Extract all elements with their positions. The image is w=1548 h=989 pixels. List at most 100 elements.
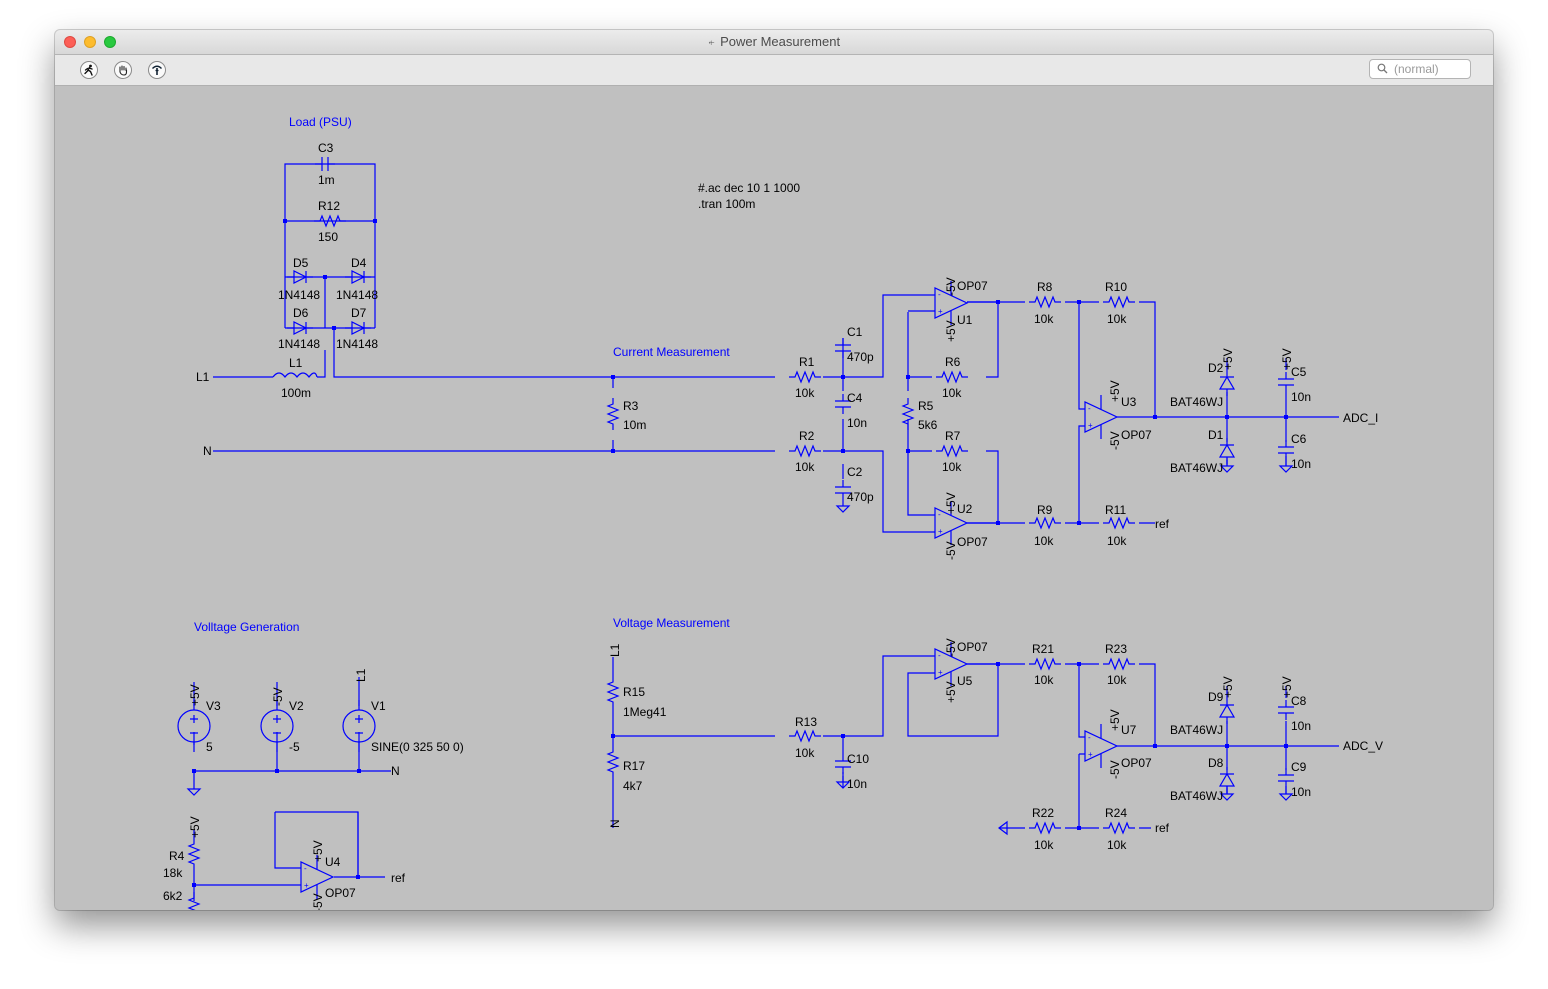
r11-value: 10k [1107,534,1127,548]
r3-value: 10m [623,418,646,432]
net-label-l1-v1: L1 [354,668,368,682]
net-label-v2-minus5: -5V [271,687,285,706]
u5-value: OP07 [957,640,988,654]
r2-value: 10k [795,460,815,474]
net-label-ref-u7: ref [1155,821,1170,835]
directive-tran: .tran 100m [698,197,755,211]
r5-name: R5 [918,399,934,413]
ground-r22-symbol [998,820,1008,836]
c3-name: C3 [318,141,334,155]
c3-value: 1m [318,173,335,187]
search-icon [1377,63,1388,74]
directive-ac: #.ac dec 10 1 1000 [698,181,800,195]
r21-name: R21 [1032,642,1054,656]
c6-name: C6 [1291,432,1307,446]
net-label-ref-u4: ref [391,871,406,885]
resistor-r17-symbol [607,745,619,779]
d8-value: BAT46WJ [1170,789,1223,803]
v2-value: -5 [289,740,300,754]
v2-name: V2 [289,699,304,713]
search-input[interactable] [1394,61,1468,77]
d7-value: 1N4148 [336,337,378,351]
net-label-v3-plus5: +5V [188,684,202,706]
r7-name: R7 [945,429,961,443]
c1-value: 470p [847,350,874,364]
d4-name: D4 [351,256,367,270]
u5-name: U5 [957,674,973,688]
pan-icon[interactable] [114,61,132,79]
r5-value: 5k6 [918,418,938,432]
r10-value: 10k [1107,312,1127,326]
d4-value: 1N4148 [336,288,378,302]
r6-value: 10k [942,386,962,400]
search-field[interactable] [1369,59,1471,79]
net-label-l1: L1 [196,370,210,384]
u4-value: OP07 [325,886,356,900]
c9-value: 10n [1291,785,1311,799]
resistor-r9-symbol [1028,517,1062,529]
r15-name: R15 [623,685,645,699]
r1-value: 10k [795,386,815,400]
r6-name: R6 [945,355,961,369]
title-bar[interactable]: ⍅Power Measurement [55,30,1493,55]
d5-value: 1N4148 [278,288,320,302]
r24-name: R24 [1105,806,1127,820]
schematic-canvas[interactable]: -+ [55,86,1493,910]
d6-name: D6 [293,306,309,320]
r21-value: 10k [1034,673,1054,687]
c9-name: C9 [1291,760,1307,774]
d9-supply: +5V [1221,676,1235,698]
r4-name: R4 [169,849,185,863]
d1-name: D1 [1208,428,1224,442]
resistor-r21-symbol [1028,658,1062,670]
resistor-r6-symbol [935,371,969,383]
minimize-button[interactable] [84,36,96,48]
u7-supply-neg: -5V [1108,760,1122,779]
r10-name: R10 [1105,280,1127,294]
net-label-ref-u2: ref [1155,517,1170,531]
u3-supply-pos: +5V [1108,380,1122,402]
resistor-r24-symbol [1102,822,1136,834]
u4-name: U4 [325,855,341,869]
u2-supply-neg: -5V [944,541,958,560]
probe-icon[interactable] [148,61,166,79]
d5-name: D5 [293,256,309,270]
l1-value: 100m [281,386,311,400]
c8-name: C8 [1291,694,1307,708]
r23-name: R23 [1105,642,1127,656]
u4-supply-pos: +5V [311,840,325,862]
r22-name: R22 [1032,806,1054,820]
r8-value: 10k [1034,312,1054,326]
resistor-r5-symbol [902,397,914,431]
d2-name: D2 [1208,361,1224,375]
u7-name: U7 [1121,723,1137,737]
r22-value: 10k [1034,838,1054,852]
c10-value: 10n [847,777,867,791]
d9-value: BAT46WJ [1170,723,1223,737]
comment-current: Current Measurement [613,345,730,359]
resistor-r13-symbol [788,730,822,742]
u3-supply-neg: -5V [1108,431,1122,450]
r3-name: R3 [623,399,639,413]
u5-supply-pos: +5V [944,681,958,703]
r4-value: 18k [163,866,183,880]
v3-value: 5 [206,740,213,754]
r12-value: 150 [318,230,338,244]
resistor-r1-symbol [788,371,822,383]
r13-name: R13 [795,715,817,729]
d1-value: BAT46WJ [1170,461,1223,475]
zoom-button[interactable] [104,36,116,48]
c1-name: C1 [847,325,863,339]
resistor-r10-symbol [1102,296,1136,308]
c2-name: C2 [847,465,863,479]
net-label-n: N [203,444,212,458]
v1-name: V1 [371,699,386,713]
r1-name: R1 [799,355,815,369]
run-icon[interactable] [80,61,98,79]
close-button[interactable] [64,36,76,48]
net-label-adc-i: ADC_I [1343,411,1378,425]
resistor-r15-symbol [607,675,619,709]
c8-supply: +5V [1280,676,1294,698]
r9-value: 10k [1034,534,1054,548]
r12-name: R12 [318,199,340,213]
